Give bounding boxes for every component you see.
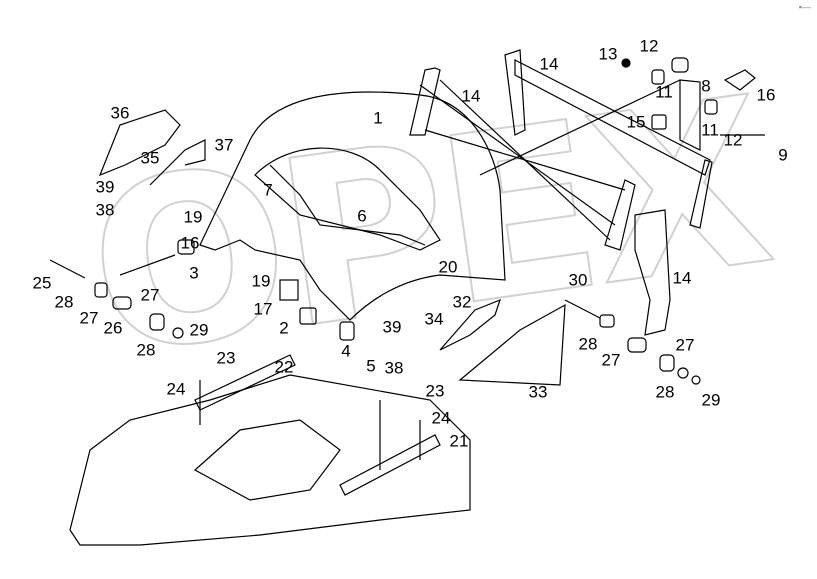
callout-14: 14 [461, 86, 481, 106]
callout-20: 20 [438, 257, 458, 277]
callout-5: 5 [366, 356, 376, 376]
rod-35 [149, 139, 206, 186]
callout-25: 25 [32, 273, 52, 293]
frame-left [409, 67, 441, 136]
leader-line [479, 79, 681, 176]
callout-21: 21 [449, 431, 469, 451]
hood-hatch [193, 419, 341, 501]
callout-8: 8 [701, 76, 711, 96]
callout-38: 38 [95, 200, 115, 220]
callout-12: 12 [723, 130, 743, 150]
corner-mark: ▪— [798, 2, 811, 12]
windshield [199, 91, 506, 321]
callout-36: 36 [110, 103, 130, 123]
callout-15: 15 [626, 112, 646, 132]
callout-39: 39 [382, 317, 402, 337]
callout-27: 27 [140, 285, 160, 305]
bracket-15 [679, 79, 701, 151]
callout-23: 23 [216, 348, 236, 368]
callout-16: 16 [756, 85, 776, 105]
callout-6: 6 [357, 206, 367, 226]
callout-27: 27 [601, 350, 621, 370]
hardware [49, 57, 765, 385]
callout-11: 11 [655, 82, 673, 102]
callout-13: 13 [598, 44, 618, 64]
frame-right [604, 179, 636, 251]
frame-upper [504, 49, 526, 136]
hood [69, 374, 471, 546]
callout-19: 19 [183, 207, 203, 227]
frame-right2 [689, 159, 713, 229]
callout-26: 26 [103, 318, 123, 338]
callout-14: 14 [539, 54, 559, 74]
callout-17: 17 [253, 299, 273, 319]
callout-28: 28 [578, 334, 598, 354]
callout-2: 2 [279, 318, 289, 338]
callout-32: 32 [452, 292, 472, 312]
frame-bar [514, 59, 711, 176]
callout-11: 11 [701, 120, 719, 140]
callout-27: 27 [79, 308, 99, 328]
callout-33: 33 [528, 382, 548, 402]
leader-lines [119, 254, 421, 470]
callout-29: 29 [701, 390, 721, 410]
callout-24: 24 [431, 408, 451, 428]
callout-12: 12 [639, 36, 659, 56]
callout-27: 27 [675, 335, 695, 355]
rod-6 [269, 164, 426, 246]
handle-32 [439, 298, 501, 351]
callout-16: 16 [180, 233, 200, 253]
callout-35: 35 [140, 148, 160, 168]
side-panel [634, 209, 671, 336]
panel-36 [98, 109, 181, 177]
callout-38: 38 [384, 358, 404, 378]
callout-34: 34 [424, 309, 444, 329]
rail-21 [339, 434, 441, 496]
callout-4: 4 [341, 341, 351, 361]
callout-28: 28 [54, 292, 74, 312]
callout-14: 14 [672, 268, 692, 288]
callout-7: 7 [263, 180, 273, 200]
callout-28: 28 [655, 382, 675, 402]
callout-39: 39 [95, 177, 115, 197]
callout-19: 19 [251, 271, 271, 291]
callout-22: 22 [274, 357, 294, 377]
callout-30: 30 [568, 270, 588, 290]
callout-1: 1 [373, 108, 383, 128]
callout-23: 23 [425, 381, 445, 401]
panel-33 [458, 303, 566, 386]
windshield-handle-area [254, 147, 441, 251]
callout-37: 37 [214, 135, 234, 155]
rail-22 [194, 354, 296, 411]
callout-9: 9 [778, 145, 788, 165]
callout-29: 29 [189, 320, 209, 340]
callout-24: 24 [166, 379, 186, 399]
frame-brace-3 [419, 84, 616, 226]
callout-28: 28 [136, 340, 156, 360]
callout-3: 3 [189, 263, 199, 283]
